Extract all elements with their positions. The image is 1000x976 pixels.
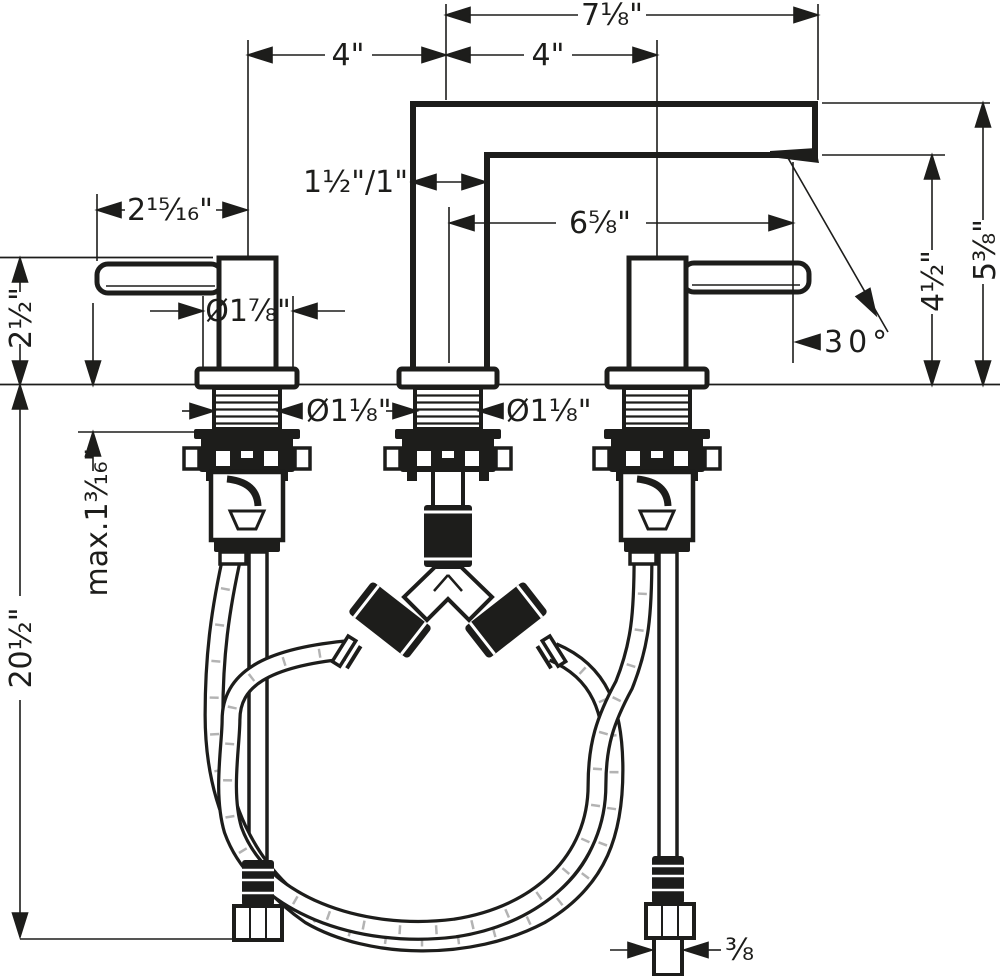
left-handle-lever — [94, 261, 225, 296]
y-connector — [401, 565, 495, 623]
left-valve-body — [211, 472, 283, 564]
left-supply-pipe — [247, 550, 269, 866]
base-options-label: 1½"/1" — [303, 165, 408, 200]
handle-shank-diameter-label: Ø1⅛" — [306, 394, 392, 429]
dim-max-deck-thickness — [84, 303, 102, 471]
spout-stem — [431, 468, 465, 509]
hose-right-to-left — [217, 555, 654, 941]
deck-reference-lines — [0, 256, 1000, 386]
left-branch-coupling — [349, 582, 431, 658]
right-handle-body — [626, 255, 689, 375]
left-supply-fitting — [232, 860, 284, 942]
handle-height-label: 2½" — [4, 287, 39, 349]
dim-supply-connection — [610, 941, 721, 959]
right-handle-escutcheon — [604, 366, 710, 390]
dim-left-spacing — [245, 46, 449, 64]
handle-base-diameter-label: Ø1⅞" — [205, 294, 291, 329]
dim-handle-length — [94, 201, 250, 219]
spout-body-outline — [410, 101, 818, 384]
handle-length-label: 2¹⁵⁄₁₆" — [127, 193, 213, 228]
right-branch-coupling — [465, 582, 547, 658]
center-mixer-assembly — [329, 468, 569, 670]
dim-outlet-height — [923, 152, 941, 388]
right-supply-pipe — [657, 550, 679, 862]
spout-reach-label: 6⅝" — [569, 206, 631, 241]
dim-handle-shank-diameter — [182, 402, 303, 420]
left-hose-collar — [329, 633, 363, 670]
aerator-outlet — [770, 148, 819, 163]
supply-connection-label: ⅜ — [725, 933, 754, 968]
dim-handle-base-diameter — [150, 302, 345, 320]
right-hose-collar — [535, 633, 569, 670]
dimension-lines — [11, 4, 992, 959]
dim-hose-length — [11, 382, 29, 940]
hose-length-label: 20½" — [4, 607, 39, 688]
mounting-hardware — [182, 386, 722, 483]
dim-spout-reach — [447, 214, 796, 232]
dim-base-options — [409, 173, 489, 191]
left-handle-escutcheon — [194, 366, 300, 390]
left-handle — [94, 255, 300, 390]
dim-spout-shank-diameter — [386, 402, 504, 420]
dim-spout-height — [974, 100, 992, 388]
connection-hoses — [203, 549, 654, 953]
right-handle-lever — [680, 260, 812, 295]
center-coupling — [424, 505, 472, 567]
supply-pipes — [247, 550, 679, 866]
spout-shank-diameter-label: Ø1⅛" — [506, 394, 592, 429]
dim-overall-spread — [443, 6, 821, 24]
spray-angle-label: 30° — [824, 325, 892, 360]
right-handle — [604, 255, 812, 390]
dimension-labels: 7⅛" 4" 4" 2¹⁵⁄₁₆" 1½"/1" 6⅝" Ø1⅞" Ø1⅛" Ø… — [4, 0, 1000, 968]
outlet-height-label: 4½" — [916, 250, 951, 312]
max-deck-thickness-label: max.1³⁄₁₆" — [80, 448, 115, 597]
dim-right-spacing — [443, 46, 660, 64]
supply-connection-end — [652, 936, 684, 976]
spout-height-label: 5⅜" — [968, 219, 1000, 281]
dim-spray-angle — [787, 157, 889, 351]
left-spacing-label: 4" — [332, 38, 365, 73]
dim-handle-height — [11, 255, 29, 388]
overall-spread-label: 7⅛" — [581, 0, 643, 33]
spout — [396, 101, 819, 390]
right-spacing-label: 4" — [532, 38, 565, 73]
right-valve-body — [621, 472, 693, 564]
right-supply-fitting — [644, 856, 696, 976]
hose-left-to-right — [203, 549, 625, 953]
spout-escutcheon — [396, 366, 500, 390]
